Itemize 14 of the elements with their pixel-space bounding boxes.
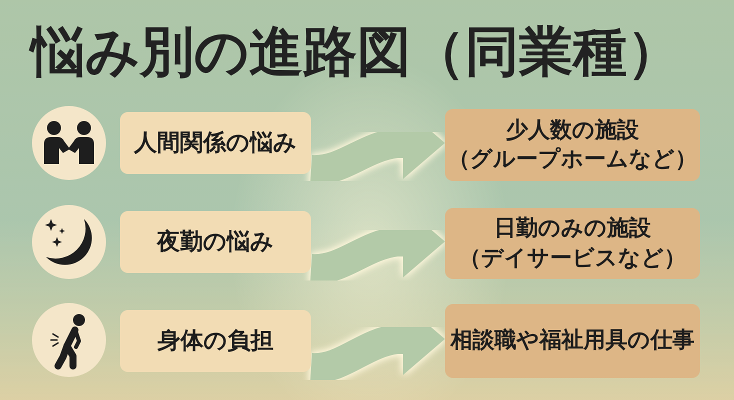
box-text: 日勤のみの施設: [494, 215, 651, 244]
concern-box: 身体の負担: [120, 310, 311, 372]
box-text: （グループホームなど）: [448, 146, 697, 174]
option-box: 相談職や福祉用具の仕事: [445, 304, 700, 378]
box-text: 少人数の施設: [506, 116, 639, 145]
box-text: （デイサービスなど）: [459, 244, 686, 272]
curved-arrow: [310, 107, 445, 185]
title: 悩み別の進路図（同業種）: [31, 22, 681, 82]
concern-box: 夜勤の悩み: [120, 211, 311, 273]
curved-arrow: [310, 303, 445, 383]
option-box: [445, 109, 700, 181]
option-box: [445, 208, 700, 279]
curved-arrow: [310, 206, 445, 284]
concern-box: 人間関係の悩み: [120, 112, 311, 174]
